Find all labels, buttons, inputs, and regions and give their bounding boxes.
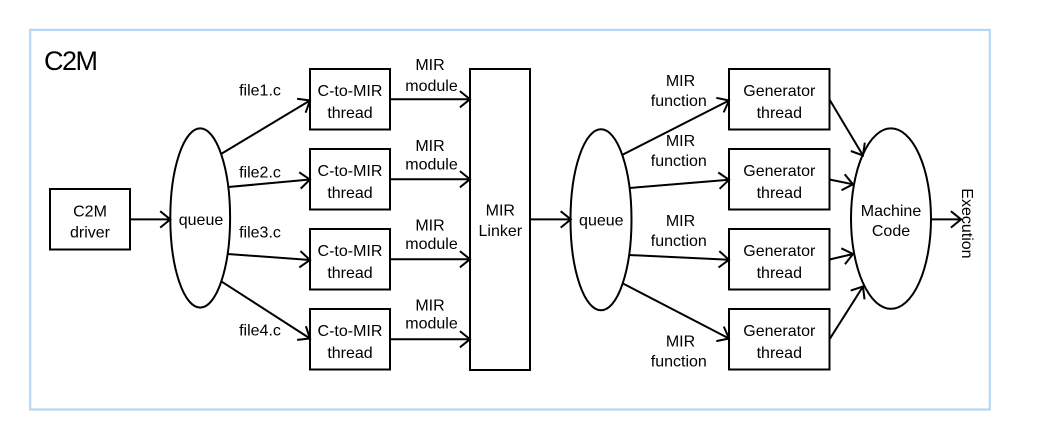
svg-text:file2.c: file2.c bbox=[239, 165, 281, 182]
svg-text:thread: thread bbox=[757, 185, 802, 202]
svg-text:thread: thread bbox=[757, 345, 802, 362]
svg-text:Generator: Generator bbox=[743, 83, 816, 100]
svg-text:C-to-MIR: C-to-MIR bbox=[318, 323, 383, 340]
svg-text:C2M: C2M bbox=[44, 46, 97, 76]
svg-text:module: module bbox=[405, 236, 458, 253]
svg-text:file1.c: file1.c bbox=[239, 83, 281, 100]
svg-text:thread: thread bbox=[327, 345, 372, 362]
svg-text:Machine: Machine bbox=[861, 203, 922, 220]
svg-text:driver: driver bbox=[70, 225, 111, 242]
svg-text:Generator: Generator bbox=[743, 163, 816, 180]
svg-text:C-to-MIR: C-to-MIR bbox=[318, 163, 383, 180]
svg-text:MIR: MIR bbox=[666, 73, 695, 90]
svg-text:thread: thread bbox=[757, 265, 802, 282]
svg-text:C-to-MIR: C-to-MIR bbox=[318, 83, 383, 100]
svg-text:function: function bbox=[651, 153, 707, 170]
svg-text:MIR: MIR bbox=[415, 57, 444, 74]
svg-text:C2M: C2M bbox=[73, 203, 107, 220]
svg-text:function: function bbox=[651, 354, 707, 371]
svg-text:function: function bbox=[651, 93, 707, 110]
svg-text:module: module bbox=[405, 78, 458, 95]
svg-text:thread: thread bbox=[757, 105, 802, 122]
svg-text:C-to-MIR: C-to-MIR bbox=[318, 243, 383, 260]
svg-text:queue: queue bbox=[579, 213, 624, 230]
svg-text:MIR: MIR bbox=[666, 334, 695, 351]
svg-text:module: module bbox=[405, 315, 458, 332]
svg-text:Generator: Generator bbox=[743, 323, 816, 340]
svg-text:Generator: Generator bbox=[743, 243, 816, 260]
svg-text:module: module bbox=[405, 157, 458, 174]
svg-text:Execution: Execution bbox=[958, 188, 975, 258]
svg-text:file3.c: file3.c bbox=[239, 225, 281, 242]
svg-text:thread: thread bbox=[327, 105, 372, 122]
svg-text:MIR: MIR bbox=[486, 203, 515, 220]
svg-text:MIR: MIR bbox=[415, 138, 444, 155]
svg-text:function: function bbox=[651, 233, 707, 250]
svg-text:MIR: MIR bbox=[415, 218, 444, 235]
svg-text:thread: thread bbox=[327, 185, 372, 202]
svg-text:MIR: MIR bbox=[666, 213, 695, 230]
svg-text:file4.c: file4.c bbox=[239, 323, 281, 340]
svg-text:Code: Code bbox=[872, 223, 910, 240]
svg-text:queue: queue bbox=[179, 212, 224, 229]
svg-text:Linker: Linker bbox=[479, 223, 523, 240]
svg-text:MIR: MIR bbox=[666, 133, 695, 150]
svg-text:MIR: MIR bbox=[415, 297, 444, 314]
svg-text:thread: thread bbox=[327, 265, 372, 282]
